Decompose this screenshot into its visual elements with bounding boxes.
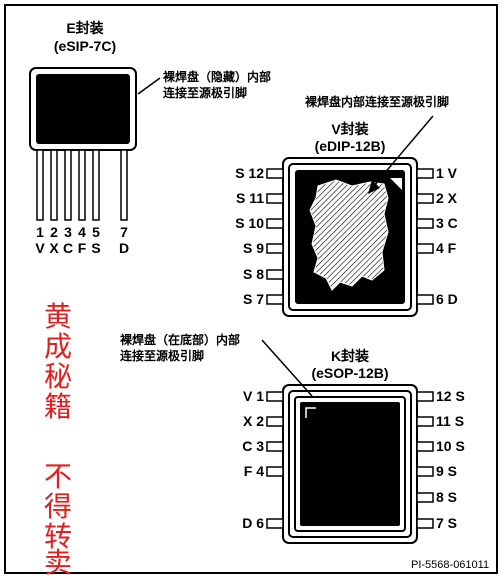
v-leads-right (416, 168, 434, 305)
e-pin-name: V (35, 240, 45, 256)
e-note-line1: 裸焊盘（隐藏）内部 (163, 70, 272, 84)
watermark-char: 卖 (43, 546, 72, 579)
v-right-pin: 3 C (436, 215, 458, 231)
v-package-model: (eDIP-12B) (314, 138, 386, 154)
e-pin-name: S (91, 240, 101, 256)
e-pin-name: D (118, 240, 130, 256)
watermark-char: 籍 (43, 390, 72, 423)
watermark-char: 黄 (43, 300, 72, 333)
e-pin-name: X (49, 240, 59, 256)
e-pin-number: 4 (78, 224, 86, 240)
v-left-pin: S 7 (242, 291, 264, 307)
k-package-model: (eSOP-12B) (311, 365, 389, 381)
k-pin1-marker (305, 407, 316, 418)
e-lead-4 (78, 149, 86, 221)
k-right-pin: 12 S (436, 388, 465, 404)
watermark-char: 转 (43, 520, 72, 553)
k-right-pin: 11 S (436, 413, 465, 429)
e-lead-1 (36, 149, 44, 221)
watermark-char: 得 (43, 490, 72, 523)
k-left-pin: V 1 (242, 388, 264, 404)
v-left-pin: S 10 (235, 215, 264, 231)
k-right-pin: 9 S (436, 463, 458, 479)
figure-code: PI-5568-061011 (411, 559, 490, 571)
k-right-pin: 7 S (436, 515, 458, 531)
e-lead-3 (64, 149, 72, 221)
e-note-leader (137, 77, 161, 95)
e-pin-name: F (77, 240, 87, 256)
k-package-title: K封装 (330, 348, 370, 364)
k-package-drawing (261, 339, 434, 544)
watermark-char: 不 (43, 460, 72, 493)
e-package-body (36, 74, 130, 144)
k-right-pin: 8 S (436, 489, 458, 505)
e-package-drawing (29, 67, 161, 221)
v-note: 裸焊盘内部连接至源极引脚 (305, 95, 450, 109)
e-pin-number: 7 (120, 224, 128, 240)
k-right-pin: 10 S (436, 438, 465, 454)
k-note-line1: 裸焊盘（在底部）内部 (120, 333, 241, 347)
v-package-title: V封装 (331, 121, 369, 137)
v-note-leader (371, 115, 434, 189)
watermark-char: 秘 (43, 360, 72, 393)
e-pin-number: 2 (50, 224, 58, 240)
k-left-pin: F 4 (243, 463, 264, 479)
v-right-pin: 4 F (436, 240, 457, 256)
v-package-drawing (266, 115, 434, 317)
k-note-leader (261, 339, 313, 397)
k-left-pin: X 2 (242, 413, 264, 429)
e-pin-number: 3 (64, 224, 72, 240)
v-left-pin: S 11 (235, 190, 264, 206)
k-left-pin: C 3 (242, 438, 264, 454)
e-note-line2: 连接至源极引脚 (163, 86, 248, 100)
v-pin1-marker (390, 178, 402, 190)
v-left-pin: S 12 (235, 165, 264, 181)
v-exposed-pad (309, 179, 389, 291)
e-pin-name: C (62, 240, 74, 256)
k-package-body (300, 402, 400, 526)
k-leads-left (266, 391, 284, 529)
e-pin-number: 1 (36, 224, 44, 240)
e-lead-2 (50, 149, 58, 221)
k-left-pin: D 6 (242, 515, 264, 531)
e-lead-7 (120, 149, 128, 221)
v-left-pin: S 9 (242, 240, 264, 256)
e-package-model: (eSIP-7C) (53, 38, 117, 54)
v-right-pin: 6 D (436, 291, 458, 307)
v-left-pin: S 8 (242, 266, 264, 282)
k-leads-right (416, 391, 434, 529)
v-right-pin: 1 V (436, 165, 458, 181)
watermark-char: 成 (43, 330, 72, 363)
e-package-title: E封装 (66, 20, 104, 36)
k-note-line2: 连接至源极引脚 (120, 349, 205, 363)
v-right-pin: 2 X (436, 190, 458, 206)
e-pin-number: 5 (92, 224, 100, 240)
e-lead-5 (92, 149, 100, 221)
e-package-leads (36, 149, 128, 221)
v-leads-left (266, 168, 284, 305)
